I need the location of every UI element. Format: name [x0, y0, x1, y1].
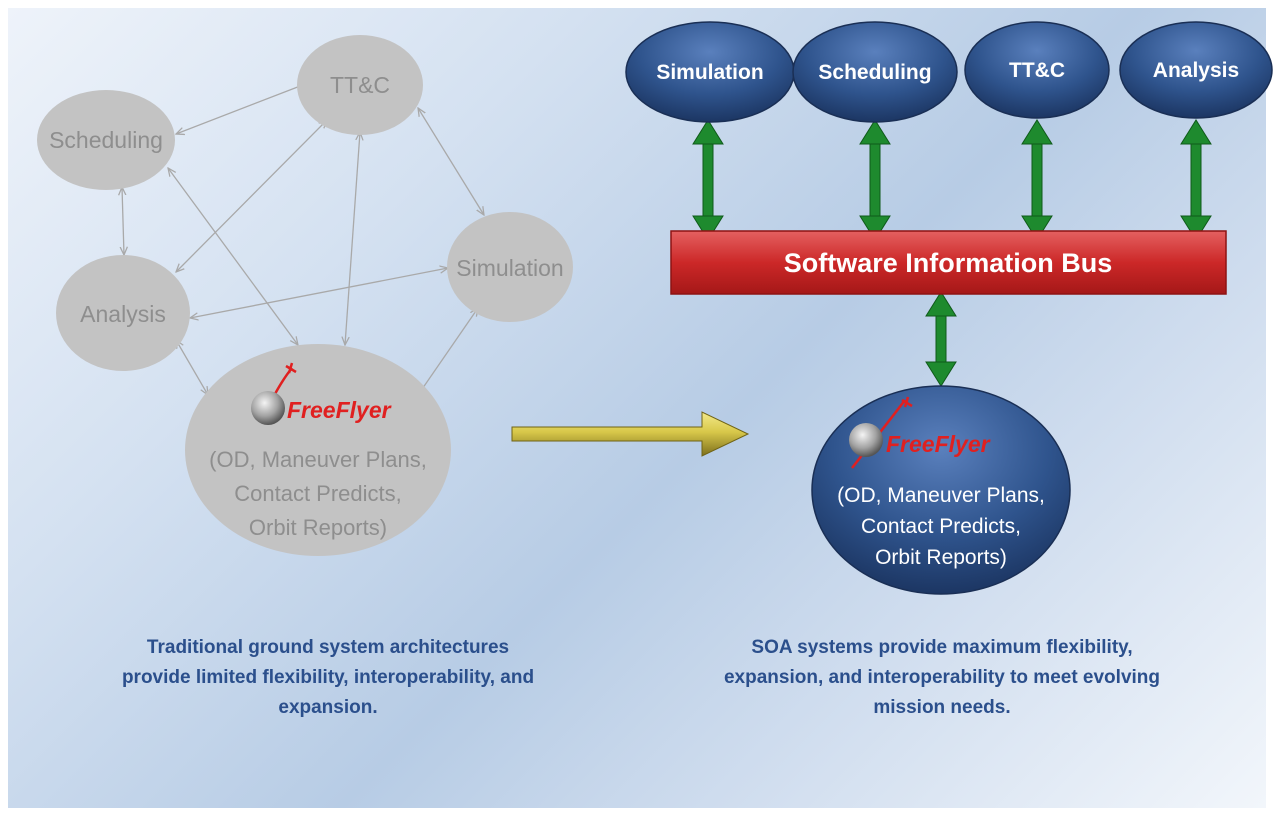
soa-service-nodes [625, 21, 1273, 123]
service-analysis-label: Analysis [1153, 59, 1239, 82]
service-ttc [964, 21, 1110, 119]
freeflyer-blue-line-2: Contact Predicts, [861, 515, 1021, 538]
orbit-swoosh-icon-blue [851, 399, 906, 469]
node-ttc [297, 35, 423, 135]
transition-arrow [511, 411, 750, 457]
link-scheduling-ttc [176, 83, 308, 134]
freeflyer-blue-line-3: Orbit Reports) [875, 546, 1007, 569]
arrow-scheduling-bus [859, 119, 891, 241]
freeflyer-line-2: Contact Predicts, [234, 481, 402, 506]
soa-caption-line-1: SOA systems provide maximum flexibility, [751, 637, 1132, 658]
link-simulation-freeflyer [418, 308, 478, 395]
service-ttc-label: TT&C [1009, 59, 1065, 82]
soa-caption-line-2: expansion, and interoperability to meet … [724, 667, 1160, 688]
node-analysis-label: Analysis [80, 301, 166, 327]
node-scheduling [37, 90, 175, 190]
traditional-caption-line-3: expansion. [278, 697, 377, 718]
traditional-nodes: TT&C Scheduling Analysis Simulation Free… [37, 35, 573, 556]
bus-label: Software Information Bus [784, 248, 1113, 278]
link-scheduling-analysis [122, 187, 124, 255]
freeflyer-logo-gray: FreeFlyer [251, 362, 392, 425]
traditional-caption-line-2: provide limited flexibility, interoperab… [122, 667, 534, 688]
soa-caption-line-3: mission needs. [873, 697, 1010, 718]
node-freeflyer-gray [185, 344, 451, 556]
traditional-caption: Traditional ground system architectures … [122, 637, 534, 718]
arrow-simulation-bus [692, 119, 724, 241]
node-scheduling-label: Scheduling [49, 127, 163, 153]
soa-green-arrows [692, 119, 1212, 387]
service-analysis [1119, 21, 1273, 119]
link-ttc-simulation [418, 108, 484, 215]
freeflyer-logo-text-blue: FreeFlyer [886, 431, 991, 457]
freeflyer-logo-text: FreeFlyer [287, 397, 392, 423]
node-ttc-label: TT&C [330, 72, 390, 98]
arrow-analysis-bus [1180, 119, 1212, 241]
node-analysis [56, 255, 190, 371]
arrow-bus-freeflyer [925, 291, 957, 387]
freeflyer-line-1: (OD, Maneuver Plans, [209, 447, 427, 472]
satellite-icon-blue [901, 396, 913, 408]
link-analysis-freeflyer [176, 340, 208, 395]
link-analysis-simulation [190, 268, 448, 318]
node-simulation [447, 212, 573, 322]
traditional-caption-line-1: Traditional ground system architectures [147, 637, 509, 658]
globe-icon [251, 391, 285, 425]
link-analysis-ttc [176, 120, 327, 272]
freeflyer-line-3: Orbit Reports) [249, 515, 387, 540]
traditional-arrows [122, 83, 484, 395]
link-ttc-freeflyer [345, 132, 360, 345]
soa-caption: SOA systems provide maximum flexibility,… [724, 637, 1160, 718]
satellite-icon [285, 362, 297, 374]
globe-icon-blue [849, 423, 883, 457]
software-information-bus: Software Information Bus [670, 230, 1227, 295]
freeflyer-blue-line-1: (OD, Maneuver Plans, [837, 484, 1045, 507]
service-scheduling [792, 21, 958, 123]
service-scheduling-label: Scheduling [818, 61, 931, 84]
arrow-ttc-bus [1021, 119, 1053, 241]
service-simulation-label: Simulation [656, 61, 763, 84]
node-simulation-label: Simulation [456, 255, 563, 281]
soa-freeflyer-node: FreeFlyer (OD, Maneuver Plans, Contact P… [811, 385, 1071, 595]
